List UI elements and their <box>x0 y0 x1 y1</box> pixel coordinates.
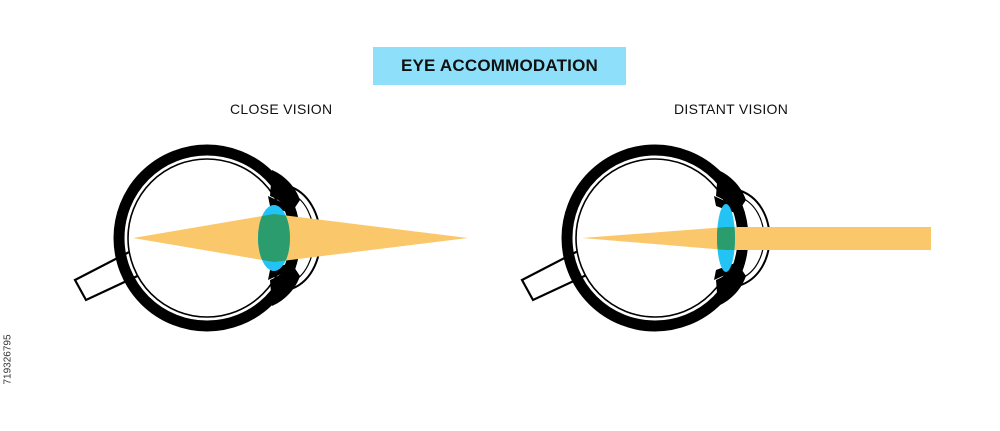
stock-image-id: 719326795 <box>0 320 16 398</box>
light-beam <box>133 214 468 262</box>
diagram-title: EYE ACCOMMODATION <box>400 56 598 75</box>
ciliary-body-lower <box>716 264 746 306</box>
distant-vision-label: DISTANT VISION <box>674 101 789 117</box>
ciliary-body-upper <box>270 170 300 212</box>
ciliary-body-lower <box>270 264 300 306</box>
iris-lower <box>268 262 292 280</box>
close-vision-label: CLOSE VISION <box>230 101 333 117</box>
ciliary-body-upper <box>716 170 746 212</box>
light-beam <box>582 227 931 250</box>
iris-upper <box>268 196 292 214</box>
stock-image-id-text: 719326795 <box>2 333 14 385</box>
title-banner: EYE ACCOMMODATION <box>373 47 626 85</box>
